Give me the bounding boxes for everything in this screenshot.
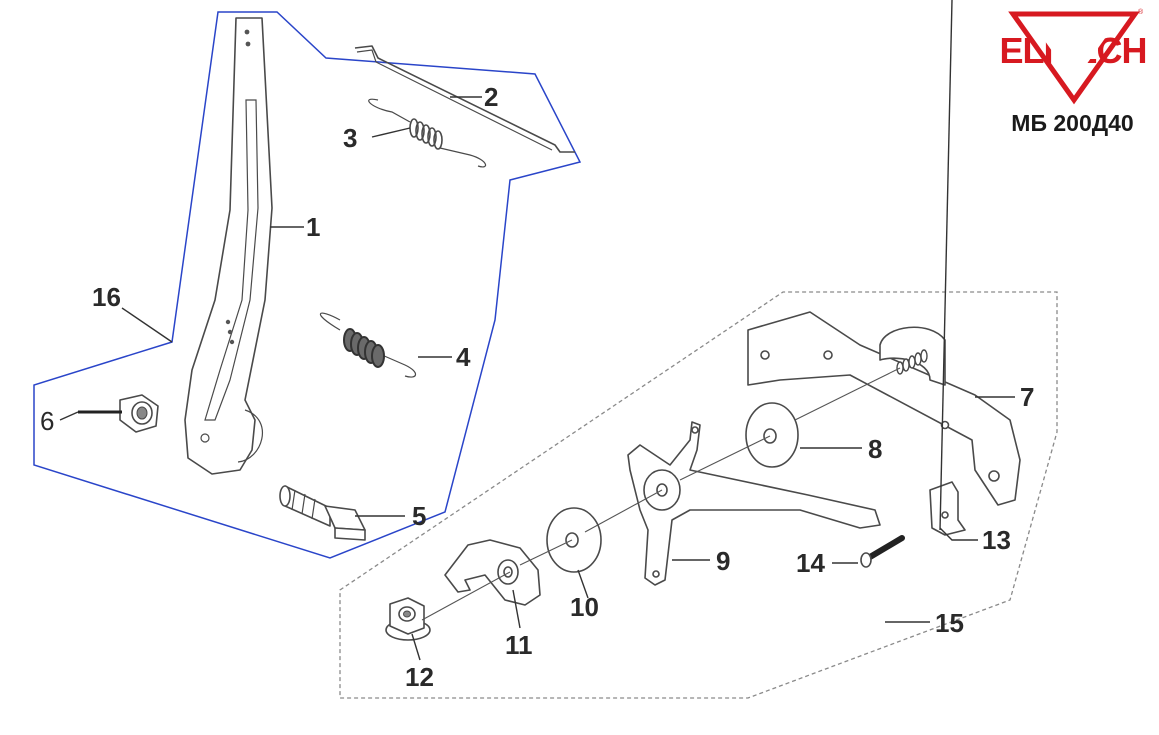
callout-1: 1 [306, 212, 320, 242]
part-11-cam [444, 539, 541, 606]
brand-logo-mark: ® [1008, 8, 1144, 105]
callouts: 1 2 3 4 5 6 7 8 9 10 11 12 13 14 15 16 [40, 82, 1034, 692]
callout-3: 3 [343, 123, 357, 153]
part-7-bracket [747, 311, 1021, 506]
callout-6: 6 [40, 406, 54, 436]
callout-7: 7 [1020, 382, 1034, 412]
callout-10: 10 [570, 592, 599, 622]
part-2-rod [354, 45, 575, 153]
callout-16: 16 [92, 282, 121, 312]
part-4-spring [319, 312, 417, 378]
callout-8: 8 [868, 434, 882, 464]
callout-9: 9 [716, 546, 730, 576]
registered-mark: ® [1138, 8, 1144, 16]
part-14-screw [860, 535, 905, 568]
part-12-nut [385, 597, 431, 641]
group-16-outline [33, 11, 582, 559]
callout-14: 14 [796, 548, 825, 578]
part-10-washer [546, 507, 602, 573]
callout-11: 11 [505, 630, 533, 660]
assembly-axis [421, 367, 901, 621]
part-8-washer [745, 402, 799, 468]
callout-13: 13 [982, 525, 1011, 555]
callout-2: 2 [484, 82, 498, 112]
part-13-clip [929, 481, 966, 536]
leader-lines [59, 0, 1015, 661]
part-6-nut [78, 394, 159, 433]
part-5-pin [279, 485, 366, 541]
callout-12: 12 [405, 662, 434, 692]
part-1-lever [184, 17, 273, 475]
callout-15: 15 [935, 608, 964, 638]
callout-5: 5 [412, 501, 426, 531]
part-3-spring [368, 98, 487, 168]
model-label: МБ 200Д40 [1011, 110, 1134, 136]
callout-4: 4 [456, 342, 471, 372]
